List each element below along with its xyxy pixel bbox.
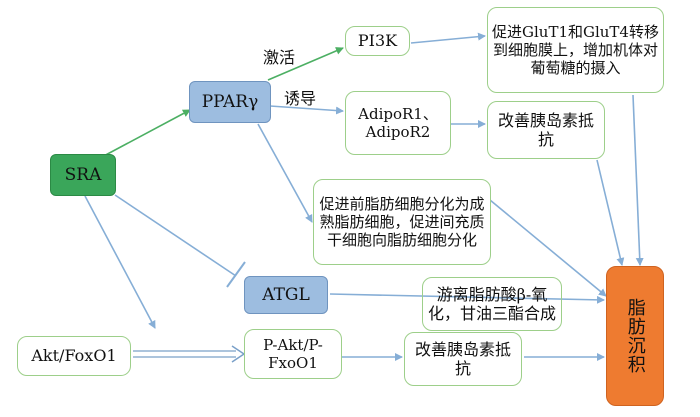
node-differentiation-label: 促进前脂肪细胞分化为成熟脂肪细胞，促进间充质干细胞向脂肪细胞分化: [319, 195, 485, 249]
node-insulin-res-1: 改善胰岛素抵抗: [487, 101, 605, 159]
arrow-diff-fat: [489, 199, 607, 297]
arrow-ppar-adipor: [269, 105, 344, 115]
inhibit-sra-atgl: [114, 194, 237, 277]
node-fat-deposition: 脂肪沉积: [606, 266, 664, 406]
arrow-akt-pakt-head: [231, 345, 246, 363]
node-sra-label: SRA: [64, 164, 102, 185]
node-atgl-label: ATGL: [262, 284, 310, 305]
node-p-akt-label: P-Akt/P-FxoO1: [263, 336, 323, 372]
arrow-ppar-pi3k: [267, 47, 344, 81]
node-glut: 促进GluT1和GluT4转移到细胞膜上，增加机体对葡萄糖的摄入: [487, 7, 664, 93]
node-pi3k: PI3K: [345, 26, 410, 56]
edge-label-activate: 激活: [263, 48, 296, 67]
node-akt-foxo1-label: Akt/FoxO1: [31, 346, 117, 366]
node-fat-deposition-label: 脂肪沉积: [624, 298, 646, 374]
node-differentiation: 促进前脂肪细胞分化为成熟脂肪细胞，促进间充质干细胞向脂肪细胞分化: [313, 179, 491, 265]
node-ppar: PPARγ: [189, 81, 271, 123]
node-insulin-res-2-label: 改善胰岛素抵抗: [414, 339, 511, 378]
node-insulin-res-1-label: 改善胰岛素抵抗: [497, 110, 594, 149]
node-adipor: AdipoR1、AdipoR2: [345, 91, 451, 155]
node-glut-label: 促进GluT1和GluT4转移到细胞膜上，增加机体对葡萄糖的摄入: [492, 23, 659, 77]
arrow-glut-fat: [632, 94, 644, 266]
inhibit-bar: [226, 261, 246, 288]
node-pi3k-label: PI3K: [357, 31, 398, 51]
arrow-sra-pakt: [84, 195, 156, 329]
node-fatty-acid-label: 游离脂肪酸β-氧化，甘油三酯合成: [427, 284, 556, 323]
node-sra: SRA: [50, 154, 116, 196]
arrow-ppar-differentiation: [257, 123, 313, 223]
arrow-atgl-fat: [329, 293, 605, 304]
arrow-pi3k-glut: [410, 32, 486, 44]
node-ppar-label: PPARγ: [201, 91, 259, 112]
node-adipor-label: AdipoR1、AdipoR2: [358, 105, 438, 141]
node-akt-foxo1: Akt/FoxO1: [17, 336, 131, 376]
edge-label-induce: 诱导: [284, 89, 317, 108]
node-atgl: ATGL: [244, 276, 328, 314]
arrow-insulin1-fat: [596, 159, 625, 266]
arrow-sra-ppar: [99, 109, 191, 159]
node-fatty-acid: 游离脂肪酸β-氧化，甘油三酯合成: [422, 277, 562, 331]
node-p-akt: P-Akt/P-FxoO1: [244, 329, 342, 379]
node-insulin-res-2: 改善胰岛素抵抗: [404, 332, 522, 386]
